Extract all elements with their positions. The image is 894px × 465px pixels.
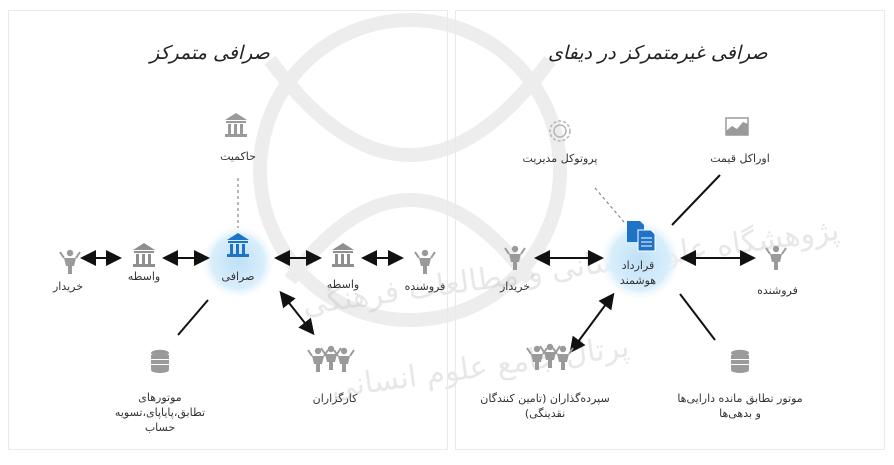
intermediary-left-bank-icon	[133, 243, 155, 267]
exchange-engines-line	[177, 299, 209, 336]
decentralized-title: صرافی غیرمتمرکز در دیفای	[548, 42, 768, 64]
contract-providers-arrow	[569, 292, 615, 354]
seller-person-icon	[414, 248, 436, 275]
seller-label: فروشنده	[404, 280, 446, 293]
governance-protocol-label: پروتوکل مدیریت	[522, 152, 598, 165]
governance-bank-icon	[225, 113, 247, 137]
exchange-brokers-arrow	[279, 290, 315, 336]
buyer-label-right: خریدار	[499, 280, 531, 293]
centralized-panel	[8, 10, 448, 450]
governance-label: حاکمیت	[220, 150, 256, 163]
centralized-title: صرافی متمرکز	[150, 42, 270, 64]
protocol-gear-icon	[549, 120, 571, 142]
watermark-emblem	[253, 13, 567, 327]
oracle-contract-line	[671, 174, 721, 226]
intermediary-left-label: واسطه	[127, 270, 161, 283]
smart-contract-document-icon	[627, 221, 656, 252]
buyer-label: خریدار	[52, 280, 84, 293]
seller-label-right: فروشنده	[757, 284, 798, 297]
price-chart-icon	[725, 117, 749, 136]
buyer-person-icon	[59, 248, 81, 275]
contract-halo	[598, 218, 682, 302]
balance-engine-label: موتور تطابق مانده دارایی‌ها و بدهی‌ها	[677, 392, 803, 420]
brokers-label: کارگزاران	[312, 392, 358, 405]
engines-label: موتورهای تطابق،پایاپای،تسویه حساب	[114, 391, 206, 434]
engines-database-icon	[151, 349, 169, 373]
seller-person-icon-right	[765, 244, 787, 271]
exchange-label: صرافی	[221, 270, 255, 283]
price-oracle-label: اوراکل قیمت	[710, 152, 770, 165]
balance-engine-database-icon	[731, 349, 749, 373]
protocol-dashed-line	[594, 187, 625, 223]
buyer-person-icon-right	[504, 244, 526, 271]
exchange-halo	[200, 224, 276, 300]
intermediary-right-label: واسطه	[326, 278, 360, 291]
decentralized-panel	[455, 10, 885, 450]
liquidity-providers-label: سپرده‌گذاران (تامین کنندگان نقدینگی)	[480, 392, 610, 420]
brokers-people-icon	[307, 344, 355, 373]
liquidity-providers-people-icon	[526, 342, 574, 371]
intermediary-right-bank-icon	[332, 243, 354, 267]
contract-engine-line	[679, 293, 716, 341]
smart-contract-label: قرارداد هوشمند	[619, 259, 657, 287]
